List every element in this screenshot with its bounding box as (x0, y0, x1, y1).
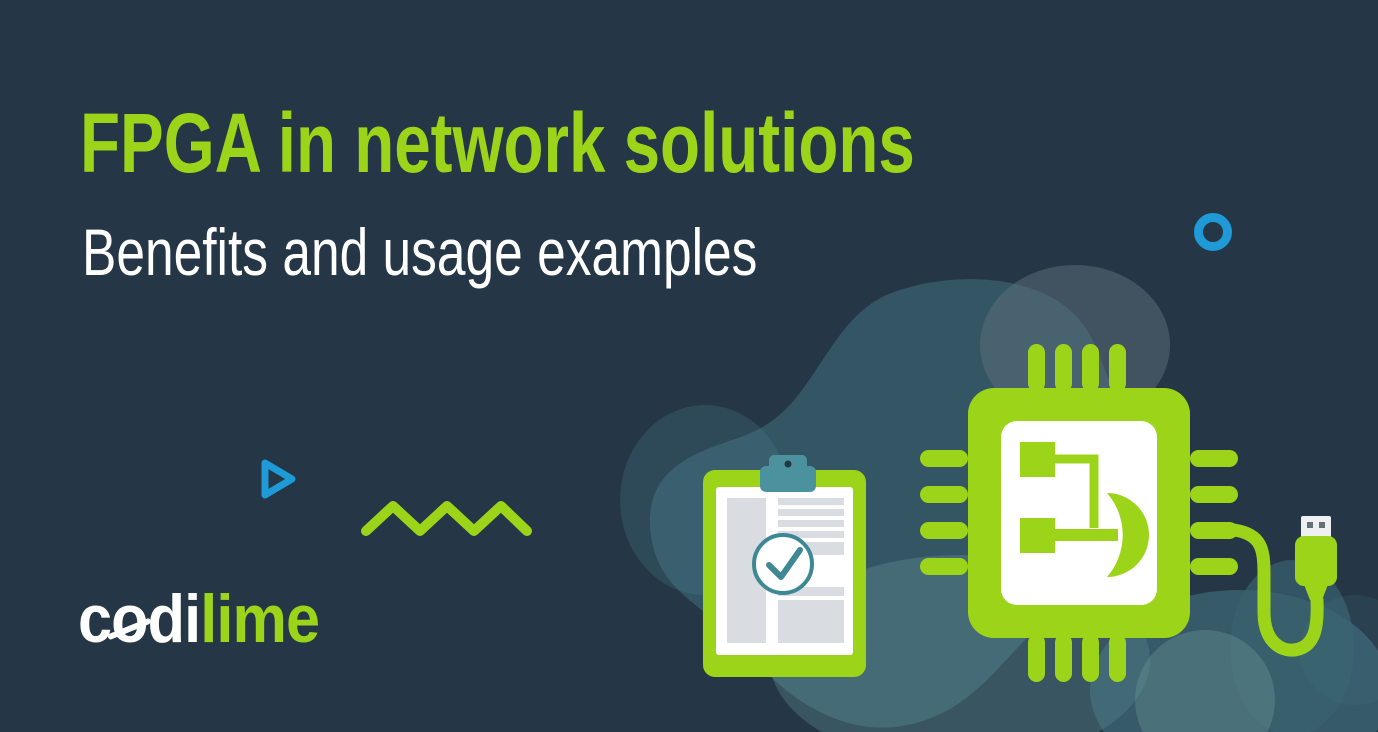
chip-pin (920, 522, 968, 539)
usb-taper (1303, 582, 1329, 602)
usb-pin-hole-2 (1319, 522, 1325, 528)
chip-pin (1190, 450, 1238, 467)
chip-logic-block-2 (1020, 518, 1055, 553)
usb-body (1295, 536, 1337, 586)
clipboard-checklist-icon (703, 455, 866, 677)
chip-pin (1190, 558, 1238, 575)
banner-title: FPGA in network solutions (80, 96, 915, 190)
banner-subtitle: Benefits and usage examples (82, 215, 758, 289)
logo-letter-o: o (107, 585, 151, 653)
chip-pin (1109, 634, 1126, 682)
usb-pin-hole-1 (1307, 522, 1313, 528)
arrow-right-icon (1107, 493, 1149, 577)
paper-line-3 (778, 520, 844, 527)
logo-text-lime: lime (200, 581, 320, 657)
check-circle (752, 533, 814, 595)
chip-trace-elbow (1050, 454, 1099, 528)
logo-letter-o-char: o (111, 581, 148, 657)
background-blob-light-circle (1135, 630, 1275, 732)
chip-pin (1028, 634, 1045, 682)
paper-line-4 (778, 531, 844, 538)
play-outline-icon (261, 459, 296, 499)
chip-pin (1055, 344, 1072, 392)
clipboard-clip-base (760, 466, 816, 492)
chip-pin (920, 486, 968, 503)
chip-pin (1190, 522, 1238, 539)
clipboard-clip-dot (784, 460, 792, 468)
chip-pin (1082, 634, 1099, 682)
chip-pin (1109, 344, 1126, 392)
paper-strip (778, 587, 844, 596)
paper-block-large (778, 600, 844, 643)
usb-connector-icon (1295, 516, 1337, 602)
logo-letter-c: c (78, 581, 112, 657)
circle-outline-icon (1194, 213, 1232, 251)
chip-pin (1082, 344, 1099, 392)
chip-pin (920, 450, 968, 467)
chip-pin (1055, 634, 1072, 682)
fpga-chip-icon (920, 344, 1238, 682)
chip-pin (1190, 486, 1238, 503)
zigzag-line-icon (361, 501, 532, 536)
chip-logic-block-1 (1020, 442, 1055, 477)
chip-pins (920, 344, 1238, 682)
chip-pin (920, 558, 968, 575)
paper-line-1 (778, 498, 844, 505)
usb-cable (1227, 523, 1324, 657)
paper-line-2 (778, 509, 844, 516)
chip-pin (1028, 344, 1045, 392)
usb-metal-tip (1301, 516, 1331, 538)
checkmark-icon (766, 547, 803, 580)
logo-letters-di: di (147, 581, 202, 657)
